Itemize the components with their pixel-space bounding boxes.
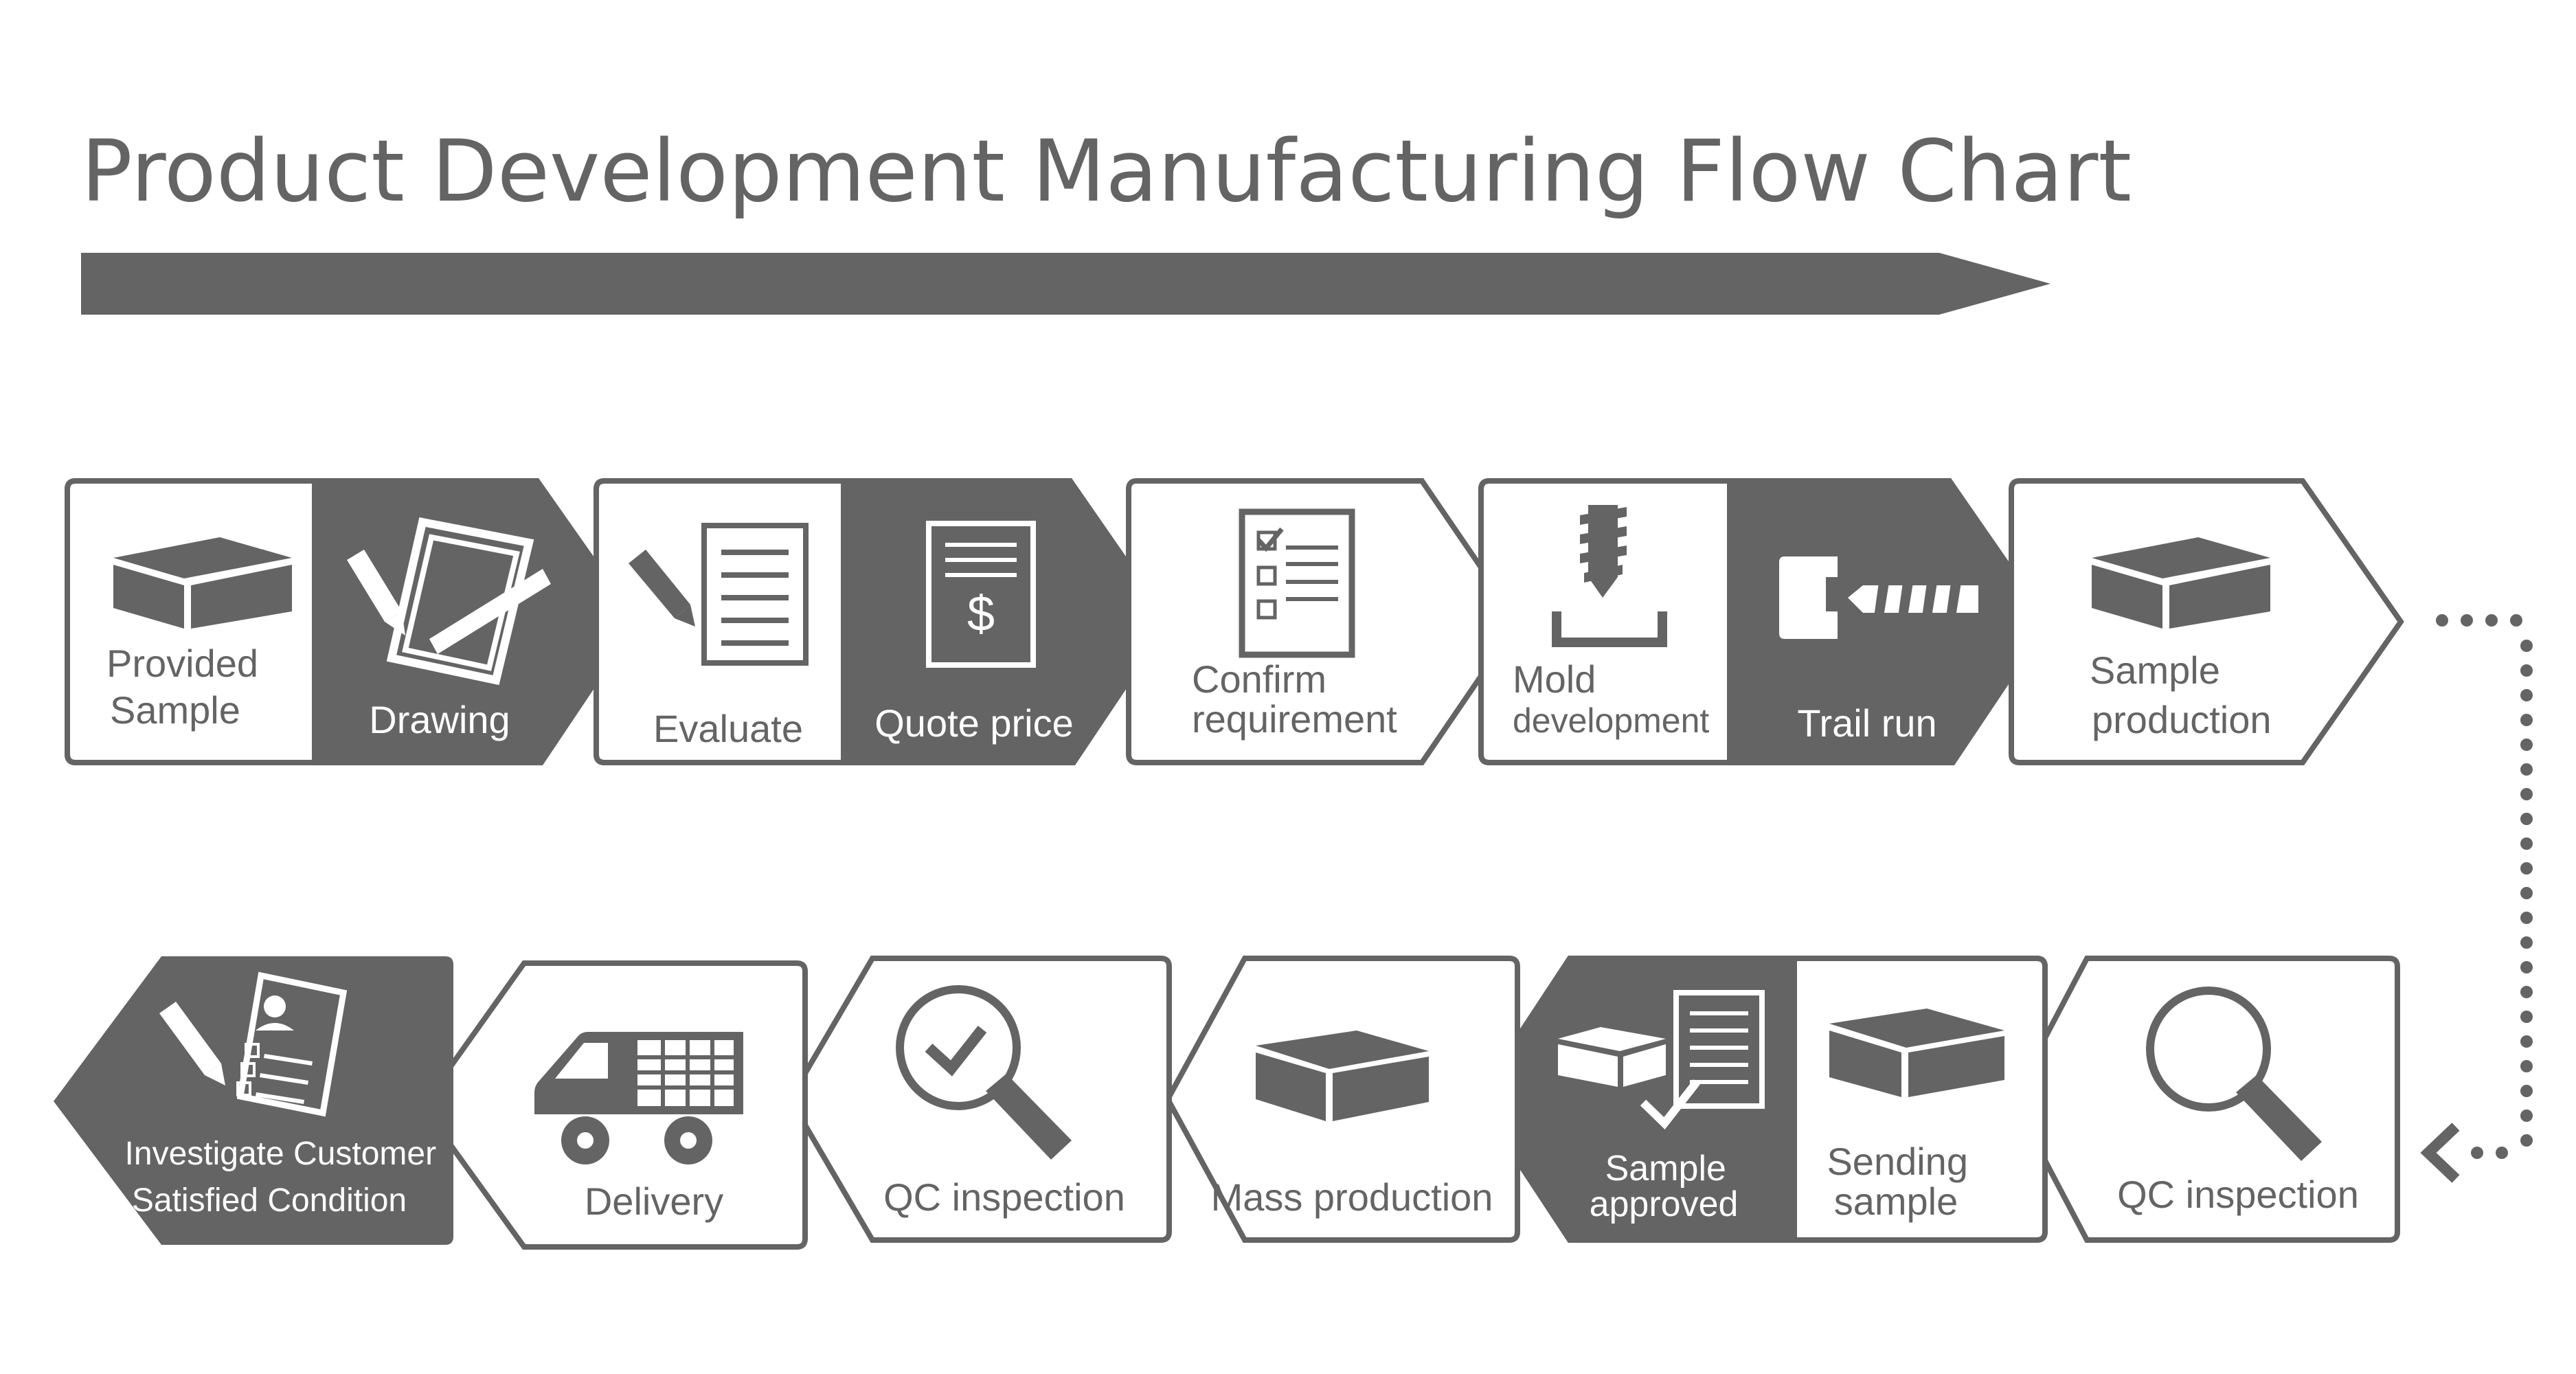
step-label: Drawing <box>369 698 510 741</box>
step-label: Investigate Customer Satisfied Condition <box>125 1136 446 1219</box>
step-label: Mass production <box>1211 1175 1493 1219</box>
step-label: Trail run <box>1797 701 1936 745</box>
step-label: Sample production <box>2090 649 2272 741</box>
resume-icon <box>159 971 348 1117</box>
group-mold-trail: Mold development Trail run <box>1478 478 2050 765</box>
group-mass-production: Mass production <box>1164 956 1520 1243</box>
group-outline <box>594 478 1171 765</box>
step-label: QC inspection <box>883 1175 1125 1219</box>
step-qc-inspection-1 <box>2009 956 2400 1243</box>
screw-mold-icon <box>1552 505 1667 647</box>
group-approved-sending: Sample approved Sending sample <box>1473 956 2048 1243</box>
group-evaluate-quote: $ Evaluate Quote price <box>594 478 1171 765</box>
step-label: Provided Sample <box>106 642 269 732</box>
header-arrow <box>81 253 2050 315</box>
group-qc-inspection-2: QC inspection <box>787 956 1172 1243</box>
box-icon <box>1256 1030 1429 1121</box>
magnifier-check-icon <box>896 985 1072 1160</box>
step-label: Confirm requirement <box>1192 657 1397 741</box>
group-qc-inspection-1: QC inspection <box>2009 956 2400 1243</box>
group-outline <box>1473 956 2048 1243</box>
step-label: Sample approved <box>1590 1149 1739 1224</box>
drawing-icon <box>347 517 551 686</box>
step-label: QC inspection <box>2117 1173 2359 1216</box>
document-pencil-icon <box>629 523 809 666</box>
step-trail-run <box>1730 478 2050 765</box>
step-label: Sending sample <box>1827 1140 1978 1223</box>
svg-text:$: $ <box>967 587 995 642</box>
price-document-icon: $ <box>926 521 1036 668</box>
dotted-connector <box>2420 614 2533 1183</box>
magnifier-icon <box>2146 987 2322 1161</box>
step-label: Delivery <box>585 1180 723 1223</box>
box-icon <box>2092 537 2270 629</box>
box-icon <box>113 537 292 629</box>
group-confirm: Confirm requirement <box>1126 478 1522 765</box>
step-quote-price <box>844 478 1171 765</box>
group-outline <box>65 478 640 765</box>
screw-clamp-icon <box>1779 556 1978 639</box>
group-sample-production: Sample production <box>2009 478 2404 765</box>
group-provided-drawing: Provided Sample Drawing <box>65 478 640 765</box>
checklist-icon <box>1239 508 1355 658</box>
step-label: Evaluate <box>653 707 803 750</box>
step-label: Mold development <box>1513 657 1709 740</box>
group-outline <box>1478 478 2050 765</box>
group-delivery: Delivery <box>419 960 808 1250</box>
truck-icon <box>534 1032 743 1164</box>
connector-arrowhead <box>2420 1123 2460 1183</box>
step-label: Quote price <box>874 701 1074 745</box>
group-investigate: Investigate Customer Satisfied Condition <box>54 956 453 1245</box>
box-icon <box>1829 1009 2004 1097</box>
approved-icon <box>1558 990 1765 1129</box>
page-title: Product Development Manufacturing Flow C… <box>81 122 2132 221</box>
